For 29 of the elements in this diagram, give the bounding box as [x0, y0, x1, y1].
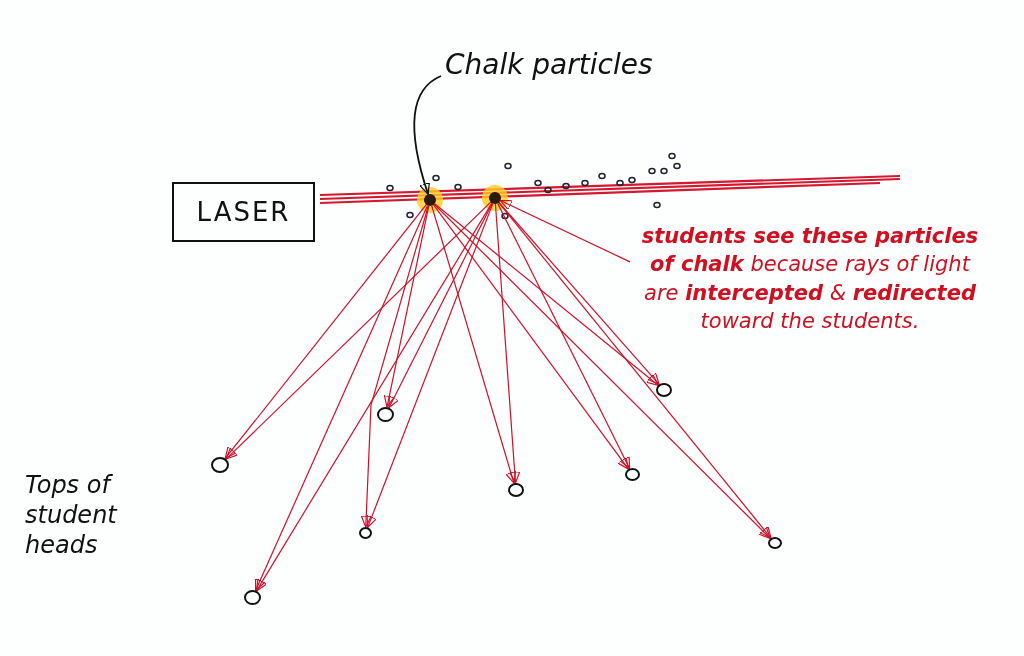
light-ray-arrow [254, 204, 429, 592]
light-ray-arrow [433, 203, 772, 540]
light-ray-arrow [432, 204, 630, 470]
student-head-circle [768, 537, 782, 549]
light-ray-arrow [431, 205, 517, 484]
light-ray-arrow [225, 201, 492, 460]
leader-arrow [413, 75, 442, 196]
student-head-circle [211, 457, 229, 473]
light-ray-arrow [499, 199, 631, 263]
light-ray-arrow [360, 205, 429, 528]
light-ray-arrow [366, 203, 494, 528]
handwritten-note: students see these particles of chalk because rays of light are intercepted & redirected toward the students. [630, 222, 990, 472]
light-ray-arrow [498, 202, 772, 539]
light-ray-arrow [498, 201, 660, 386]
light-ray-arrow [224, 204, 427, 460]
student-head-circle [508, 483, 524, 497]
light-ray-arrow [494, 203, 521, 484]
light-ray-arrow [255, 202, 493, 592]
student-head-circle [244, 590, 261, 605]
handwritten-label: Tops of student heads [25, 470, 119, 560]
student-head-circle [377, 407, 394, 422]
light-ray-arrow [434, 203, 659, 386]
student-head-circle [625, 468, 640, 481]
student-head-circle [359, 527, 372, 539]
handwritten-label: Chalk particles [445, 48, 695, 88]
light-ray-arrow [383, 205, 430, 408]
student-head-circle [656, 383, 672, 397]
light-ray-arrow [497, 202, 631, 470]
laser-box: LASER [172, 182, 315, 242]
